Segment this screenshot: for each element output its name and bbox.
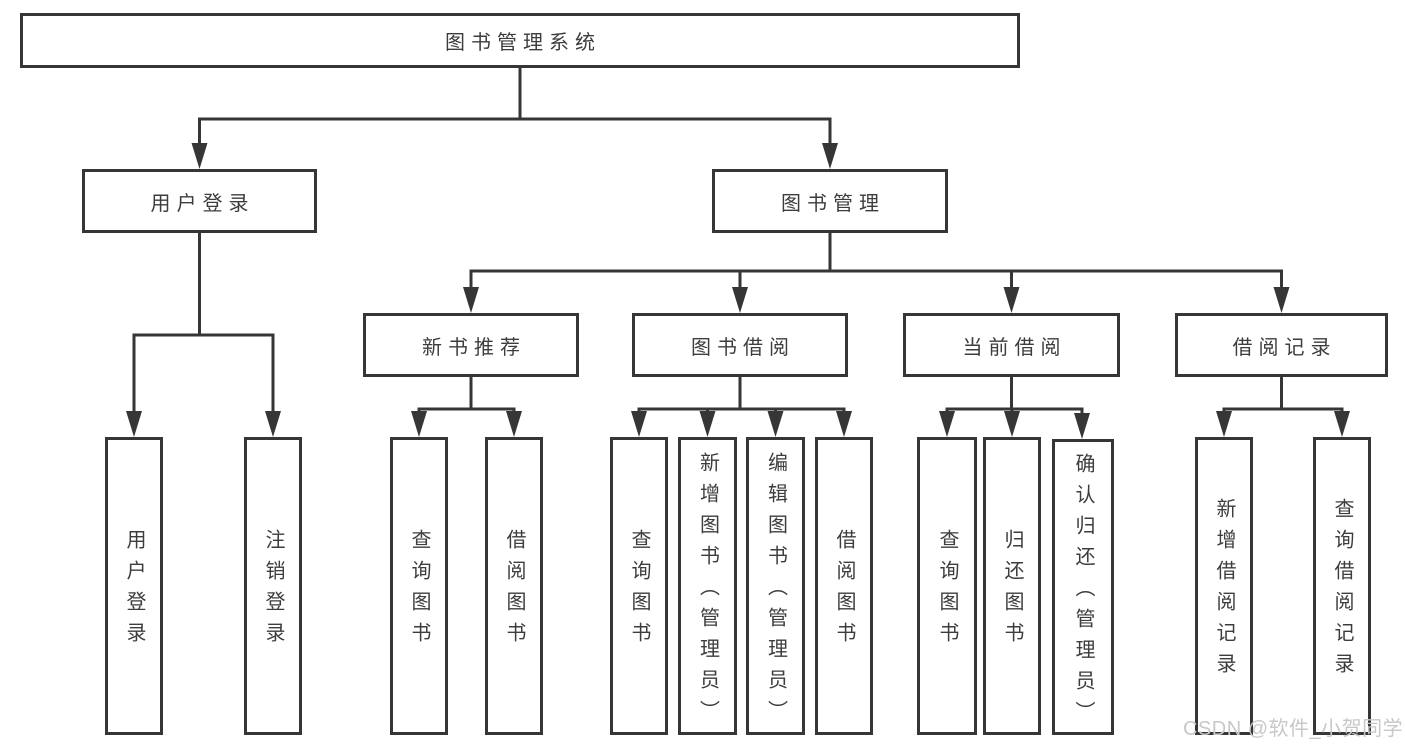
node-leaf-edit-book-admin: 编辑图书（管理员）: [746, 437, 805, 735]
node-leaf-borrow-books-2: 借阅图书: [815, 437, 873, 735]
node-label: 借阅图书: [833, 529, 855, 653]
node-label: 借阅图书: [503, 529, 525, 653]
node-label: 图书借阅: [691, 336, 795, 359]
node-leaf-add-book-admin: 新增图书（管理员）: [678, 437, 737, 735]
node-label: 用户登录: [123, 529, 145, 653]
node-borrow-record: 借阅记录: [1175, 313, 1388, 377]
node-user-login: 用户登录: [82, 169, 317, 233]
node-leaf-confirm-return-admin: 确认归还（管理员）: [1052, 439, 1114, 735]
node-book-management: 图书管理: [712, 169, 948, 233]
node-leaf-query-books-3: 查询图书: [917, 437, 977, 735]
node-label: 归还图书: [1001, 529, 1023, 653]
node-label: 查询图书: [408, 529, 430, 653]
node-leaf-return-book: 归还图书: [983, 437, 1041, 735]
node-new-book-recommend: 新书推荐: [363, 313, 579, 377]
node-label: 新增图书（管理员）: [696, 451, 719, 731]
node-leaf-query-borrow-record: 查询借阅记录: [1313, 437, 1371, 735]
node-label: 借阅记录: [1232, 336, 1337, 359]
node-label: 用户登录: [150, 192, 255, 215]
node-leaf-user-login: 用户登录: [105, 437, 163, 735]
node-label: 新书推荐: [422, 336, 526, 359]
node-label: 图书管理: [781, 192, 885, 215]
node-label: 编辑图书（管理员）: [764, 451, 787, 731]
node-label: 新增借阅记录: [1213, 498, 1235, 684]
csdn-watermark: CSDN @软件_小贺同学: [1183, 718, 1404, 740]
node-label: 查询图书: [936, 529, 958, 653]
node-label: 注销登录: [262, 529, 284, 653]
node-book-borrow: 图书借阅: [632, 313, 848, 377]
node-leaf-add-borrow-record: 新增借阅记录: [1195, 437, 1253, 735]
node-label: 当前借阅: [962, 336, 1067, 359]
node-leaf-borrow-books-1: 借阅图书: [485, 437, 543, 735]
node-root-library-system: 图书管理系统: [20, 13, 1020, 68]
node-label: 查询图书: [628, 529, 650, 653]
node-label: 确认归还（管理员）: [1072, 452, 1094, 732]
node-label: 图书管理系统: [445, 32, 601, 54]
node-label: 查询借阅记录: [1331, 498, 1353, 684]
node-leaf-query-books-2: 查询图书: [610, 437, 668, 735]
node-current-borrow: 当前借阅: [903, 313, 1120, 377]
node-leaf-query-books-1: 查询图书: [390, 437, 448, 735]
node-leaf-logout: 注销登录: [244, 437, 302, 735]
